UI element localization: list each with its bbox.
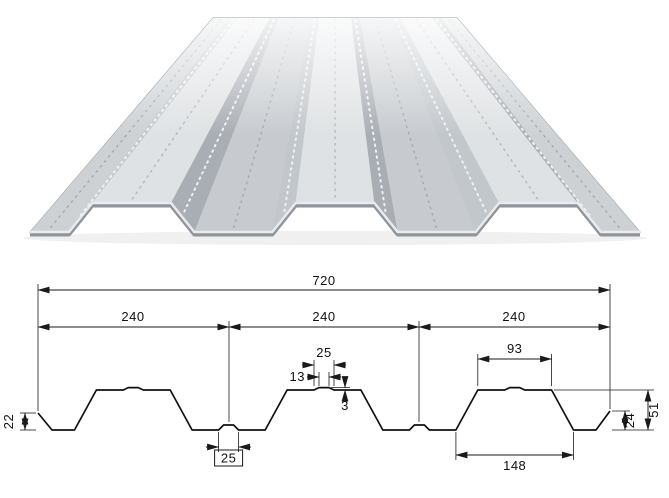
dim-bottom-stiffener: 25 [206, 432, 251, 467]
dim-left-edge-height: 22 [1, 412, 36, 431]
dim-rib-bottom-width: 148 [455, 432, 574, 473]
dim-stiffener-depth: 3 [331, 376, 350, 413]
dim-label-module-1: 240 [121, 309, 144, 324]
sheet-shadow [23, 231, 647, 245]
dim-label-profile-height: 51 [646, 402, 661, 417]
dim-top-stiffener-inner: 13 [290, 369, 341, 386]
dim-label-stiffener-depth: 3 [341, 398, 349, 413]
profile-dimension-drawing: 720 240 240 240 25 13 [1, 273, 661, 473]
front-cut-edge [30, 201, 640, 237]
dim-label-top-stiffener: 25 [316, 345, 331, 360]
dim-right-heights: 24 51 [554, 389, 661, 431]
dim-rib-top-width: 93 [477, 341, 553, 386]
dim-label-bottom-stiffener: 25 [221, 451, 236, 466]
haze-overlay [30, 18, 640, 232]
dim-label-rib-bottom-width: 148 [503, 458, 526, 473]
dim-top-stiffener: 25 [302, 345, 346, 386]
dim-label-top-stiffener-inner: 13 [290, 369, 305, 384]
dim-label-right-edge-height: 24 [622, 413, 637, 428]
dim-label-module-2: 240 [312, 309, 335, 324]
section-profile [37, 386, 611, 431]
extension-lines [37, 284, 611, 422]
deck-3d-render [23, 17, 647, 245]
dim-label-module-3: 240 [502, 309, 525, 324]
dim-label-left-edge-height: 22 [1, 414, 16, 429]
dim-label-rib-top-width: 93 [507, 341, 522, 356]
dim-label-total-width: 720 [312, 273, 335, 288]
